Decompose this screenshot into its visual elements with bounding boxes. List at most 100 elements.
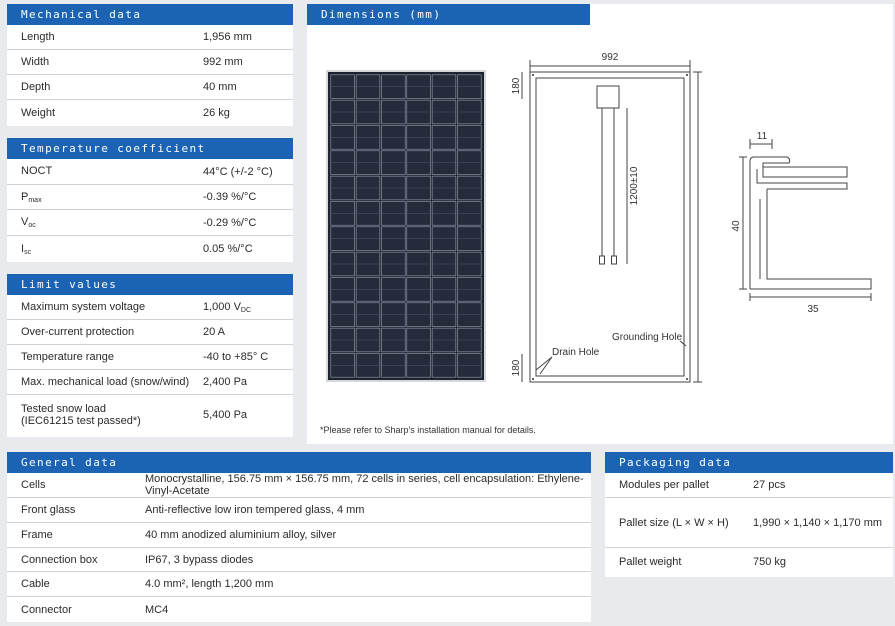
- module-dimension-drawing: 992 180 180 1200±10 1956 Drain Hole Grou…: [511, 52, 702, 383]
- row-label: Length: [21, 31, 55, 43]
- row-value: IP67, 3 bypass diodes: [145, 553, 254, 566]
- row-label: Cells: [21, 479, 46, 491]
- grounding-hole-label: Grounding Hole: [612, 332, 682, 343]
- row-value: -40 to +85° C: [203, 351, 269, 363]
- frame-top-label: 11: [757, 131, 768, 142]
- table-row: Cells Monocrystalline, 156.75 mm × 156.7…: [7, 473, 591, 498]
- table-row: Pallet weight 750 kg: [605, 548, 893, 576]
- frame-width-label: 35: [807, 304, 819, 315]
- row-label: Front glass: [21, 504, 76, 516]
- table-row: Weight 26 kg: [7, 100, 293, 125]
- row-label: Connector: [21, 603, 72, 616]
- frame-cross-section-drawing: 11 40 35: [731, 131, 872, 315]
- row-value: 992 mm: [203, 56, 243, 68]
- row-value: 40 mm: [203, 81, 237, 93]
- table-row: Modules per pallet 27 pcs: [605, 473, 893, 498]
- mechanical-data-header: Mechanical data: [7, 4, 293, 25]
- value-subscript: DC: [240, 306, 252, 314]
- row-label: Tested snow load (IEC61215 test passed*): [21, 403, 141, 427]
- row-label: NOCT: [21, 165, 52, 178]
- table-row: Over-current protection 20 A: [7, 320, 293, 345]
- row-label: Frame: [21, 529, 53, 541]
- row-value: 750 kg: [753, 556, 787, 568]
- row-value: 0.05 %/°C: [203, 243, 253, 255]
- label-text: P: [21, 190, 29, 203]
- limit-values-table: Maximum system voltage 1,000 VDC Over-cu…: [7, 295, 293, 435]
- table-row: Cable 4.0 mm², length 1,200 mm: [7, 572, 591, 597]
- row-label: Pallet weight: [619, 556, 682, 568]
- table-row: Frame 40 mm anodized aluminium alloy, si…: [7, 523, 591, 548]
- table-row: Temperature range -40 to +85° C: [7, 345, 293, 370]
- bottom-margin-label: 180: [511, 359, 522, 376]
- general-data-header: General data: [7, 452, 591, 473]
- row-label: Isc: [21, 243, 31, 256]
- drain-hole-leader-2: [535, 356, 553, 371]
- frame-profile-glass-channel: [756, 169, 848, 190]
- row-value: 1,990 × 1,140 × 1,170 mm: [753, 516, 883, 529]
- label-subscript: sc: [24, 248, 32, 256]
- row-value: 27 pcs: [753, 479, 786, 491]
- row-label: Maximum system voltage: [21, 301, 146, 313]
- corner-hole: [686, 74, 688, 76]
- table-row: Tested snow load (IEC61215 test passed*)…: [7, 395, 293, 435]
- row-label: Voc: [21, 216, 36, 229]
- row-label: Cable: [21, 578, 50, 590]
- row-label: Temperature range: [21, 351, 114, 363]
- temperature-coefficient-table: NOCT 44°C (+/-2 °C) Pmax -0.39 %/°C Voc …: [7, 159, 293, 262]
- dimensions-panel: Dimensions (mm): [307, 4, 893, 444]
- row-value: Anti-reflective low iron tempered glass,…: [145, 504, 365, 516]
- general-data-panel: General data Cells Monocrystalline, 156.…: [7, 452, 591, 622]
- row-value: -0.29 %/°C: [203, 216, 257, 229]
- row-label: Connection box: [21, 553, 98, 566]
- corner-hole: [686, 378, 688, 380]
- width-dim-label: 992: [602, 52, 619, 63]
- table-row: Front glass Anti-reflective low iron tem…: [7, 498, 591, 523]
- mechanical-data-panel: Mechanical data Length 1,956 mm Width 99…: [7, 4, 293, 126]
- row-label: Pallet size (L × W × H): [619, 516, 729, 529]
- row-value: 26 kg: [203, 106, 230, 119]
- label-text: V: [21, 216, 29, 228]
- dimensions-header: Dimensions (mm): [307, 4, 590, 25]
- row-value: -0.39 %/°C: [203, 191, 257, 203]
- installation-note: *Please refer to Sharp's installation ma…: [320, 425, 536, 435]
- junction-box: [596, 85, 620, 109]
- table-row: Maximum system voltage 1,000 VDC: [7, 295, 293, 320]
- label-text: NOCT: [21, 165, 53, 177]
- panel-cell-grid: [330, 74, 482, 378]
- row-value: 44°C (+/-2 °C): [203, 165, 273, 178]
- top-margin-label: 180: [511, 77, 522, 94]
- row-label: Width: [21, 56, 50, 68]
- packaging-data-panel: Packaging data Modules per pallet 27 pcs…: [605, 452, 893, 577]
- row-label: Weight: [21, 106, 56, 119]
- packaging-data-header: Packaging data: [605, 452, 893, 473]
- cable-length-label: 1200±10: [629, 166, 640, 205]
- table-row: NOCT 44°C (+/-2 °C): [7, 159, 293, 185]
- row-label: Pmax: [21, 191, 42, 204]
- row-label: Modules per pallet: [619, 479, 709, 491]
- connector-right: [611, 255, 617, 265]
- row-value: 2,400 Pa: [203, 376, 248, 388]
- label-text: I: [21, 242, 25, 255]
- temperature-coefficient-header: Temperature coefficient: [7, 138, 293, 159]
- frame-profile-top: [749, 156, 848, 289]
- row-value: 1,956 mm: [203, 31, 252, 43]
- row-label: Max. mechanical load (snow/wind): [21, 376, 190, 388]
- row-value: Monocrystalline, 156.75 mm × 156.75 mm, …: [145, 473, 584, 497]
- drain-hole-label: Drain Hole: [552, 347, 600, 358]
- frame-profile-bottom: [750, 189, 872, 290]
- module-outer-frame: [529, 71, 691, 383]
- label-line-1: Tested snow load: [21, 403, 106, 415]
- label-subscript: oc: [28, 222, 36, 229]
- table-row: Pmax -0.39 %/°C: [7, 185, 293, 210]
- corner-hole: [532, 378, 534, 380]
- mechanical-data-table: Length 1,956 mm Width 992 mm Depth 40 mm…: [7, 25, 293, 125]
- row-value: 4.0 mm², length 1,200 mm: [145, 578, 274, 590]
- table-row: Length 1,956 mm: [7, 25, 293, 50]
- table-row: Isc 0.05 %/°C: [7, 236, 293, 262]
- limit-values-header: Limit values: [7, 274, 293, 295]
- value-text: 1,000 V: [203, 300, 241, 313]
- row-value: 5,400 Pa: [203, 409, 248, 421]
- table-row: Depth 40 mm: [7, 75, 293, 100]
- table-row: Width 992 mm: [7, 50, 293, 75]
- label-line-2: (IEC61215 test passed*): [21, 415, 141, 427]
